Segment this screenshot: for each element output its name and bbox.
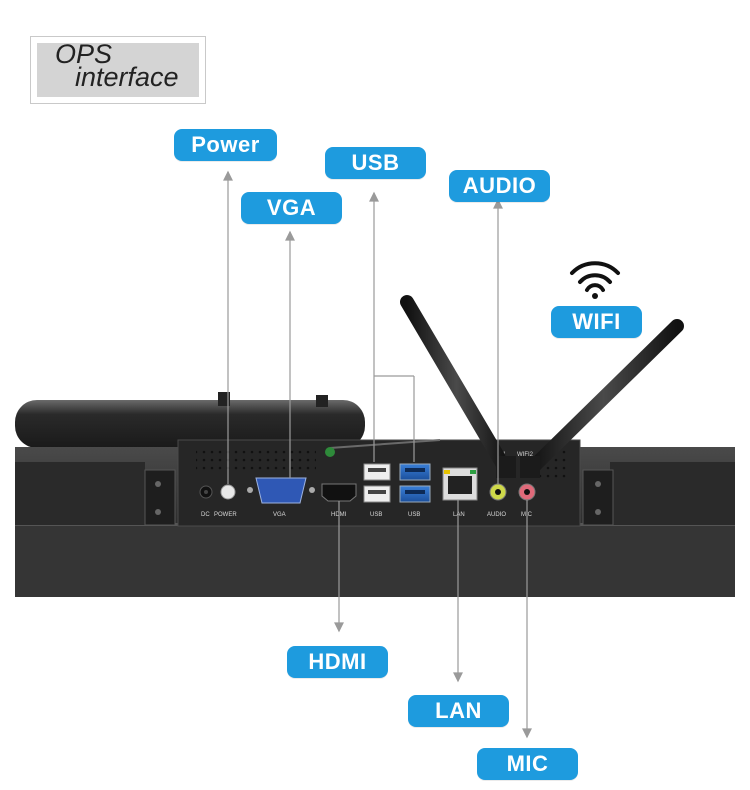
caption-dc: DC	[201, 512, 210, 518]
title-line-1: OPS	[55, 39, 113, 69]
label-mic: MIC	[477, 748, 578, 780]
title-background: OPS interface	[37, 39, 199, 97]
label-lan: LAN	[408, 695, 509, 727]
label-vga: VGA	[241, 192, 342, 224]
label-wifi: WIFI	[551, 306, 642, 338]
title-line-2: interface	[75, 62, 179, 92]
title-box: OPS interface	[30, 36, 206, 104]
leader-lines	[223, 170, 532, 739]
caption-lan: LAN	[453, 512, 465, 518]
usb-ports-blue	[399, 463, 431, 503]
wifi-icon	[570, 261, 620, 299]
dc-port	[199, 485, 213, 499]
mic-port	[518, 483, 536, 501]
vga-port	[247, 477, 315, 504]
antennas	[400, 295, 684, 478]
label-audio: AUDIO	[449, 170, 550, 202]
ops-module	[177, 439, 581, 527]
audio-port	[489, 483, 507, 501]
label-hdmi: HDMI	[287, 646, 388, 678]
power-button	[220, 484, 236, 500]
caption-audio: AUDIO	[487, 512, 506, 518]
caption-usb-1: USB	[370, 512, 382, 518]
caption-wifi-2: WIFI2	[517, 452, 534, 458]
label-usb: USB	[325, 147, 426, 179]
lan-port	[442, 467, 478, 501]
caption-usb-2: USB	[408, 512, 420, 518]
usb-ports-white	[363, 463, 391, 503]
caption-power: POWER	[214, 512, 237, 518]
caption-vga: VGA	[273, 512, 286, 518]
hdmi-port	[321, 483, 357, 502]
top-bar	[15, 392, 365, 448]
label-power: Power	[174, 129, 277, 161]
